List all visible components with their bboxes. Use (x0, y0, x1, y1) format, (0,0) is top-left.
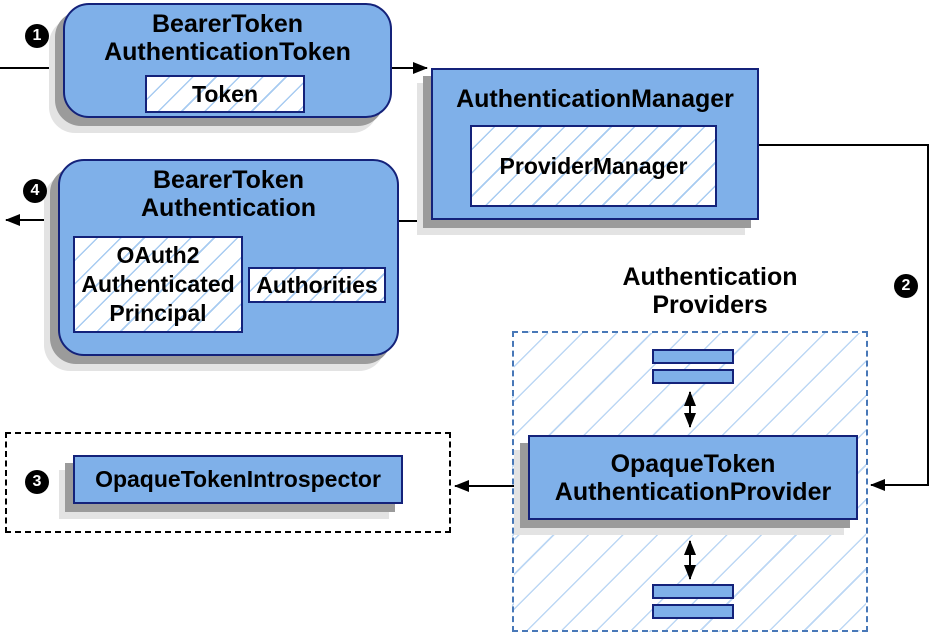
node-authentication-manager: AuthenticationManager ProviderManager (431, 68, 759, 220)
opaque-token-authentication-provider-title: OpaqueToken AuthenticationProvider (555, 450, 831, 506)
bearer-token-authentication-title: BearerToken Authentication (60, 166, 397, 222)
authentication-manager-title: AuthenticationManager (433, 85, 757, 113)
step-badge-4-number: 4 (30, 182, 40, 199)
node-token: Token (145, 75, 305, 113)
flow-arrow-step2-to-provider (759, 144, 929, 491)
title-line: BearerToken (152, 10, 303, 38)
provider-stack-bar-top-1 (652, 349, 734, 364)
step-badge-4: 4 (23, 179, 47, 203)
step-badge-1-number: 1 (32, 27, 42, 44)
node-opaque-token-introspector: OpaqueTokenIntrospector (73, 455, 403, 504)
bearer-token-authentication-token-title: BearerToken AuthenticationToken (65, 10, 390, 66)
node-bearer-token-authentication: BearerToken Authentication OAuth2 Authen… (58, 159, 399, 356)
title-line: AuthenticationToken (104, 38, 351, 66)
principal-line: OAuth2 (116, 242, 200, 268)
authentication-providers-label: Authentication Providers (585, 263, 835, 319)
node-authorities: Authorities (248, 267, 386, 303)
title-line: Authentication (141, 194, 316, 222)
authorities-label: Authorities (256, 271, 378, 298)
step-badge-2-number: 2 (901, 277, 911, 294)
node-oauth2-authenticated-principal: OAuth2 Authenticated Principal (73, 236, 243, 333)
step-badge-2: 2 (894, 274, 918, 298)
label-line: Authentication (622, 263, 798, 291)
token-label: Token (191, 80, 259, 107)
title-line: OpaqueToken (610, 449, 776, 478)
label-line: Providers (652, 291, 768, 319)
principal-line: Authenticated (81, 271, 235, 297)
step-badge-3: 3 (25, 470, 49, 494)
node-provider-manager: ProviderManager (470, 125, 717, 207)
principal-line: Principal (109, 300, 207, 326)
step-badge-3-number: 3 (32, 473, 42, 490)
provider-stack-bar-top-2 (652, 369, 734, 384)
provider-manager-label: ProviderManager (499, 152, 688, 179)
node-opaque-token-authentication-provider: OpaqueToken AuthenticationProvider (528, 435, 858, 520)
opaque-token-introspector-label: OpaqueTokenIntrospector (95, 466, 381, 492)
step-badge-1: 1 (25, 24, 49, 48)
title-line: BearerToken (153, 166, 304, 194)
title-line: AuthenticationManager (456, 85, 734, 113)
provider-stack-bar-bottom-1 (652, 584, 734, 599)
node-bearer-token-authentication-token: BearerToken AuthenticationToken Token (63, 3, 392, 118)
provider-stack-bar-bottom-2 (652, 604, 734, 619)
title-line: AuthenticationProvider (554, 477, 832, 506)
